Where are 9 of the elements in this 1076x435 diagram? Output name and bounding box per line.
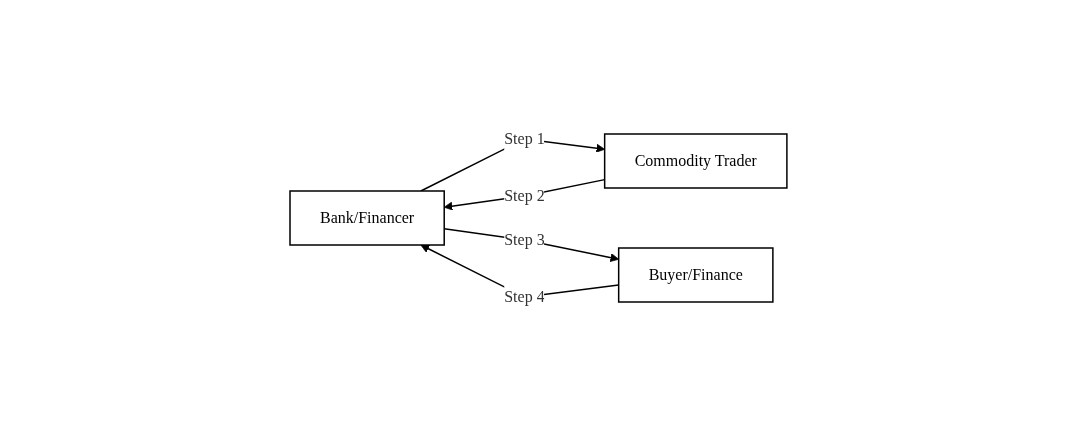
arrow <box>443 227 619 262</box>
arrow <box>443 178 605 210</box>
edge-label: Step 3 <box>503 230 545 248</box>
node-box: Buyer/Finance <box>617 246 774 303</box>
node-box: Commodity Trader <box>603 132 788 189</box>
node-box: Bank/Financer <box>288 189 445 246</box>
edge-label: Step 1 <box>503 129 545 147</box>
edge-label: Step 2 <box>503 186 545 204</box>
edge-label: Step 4 <box>503 287 545 305</box>
